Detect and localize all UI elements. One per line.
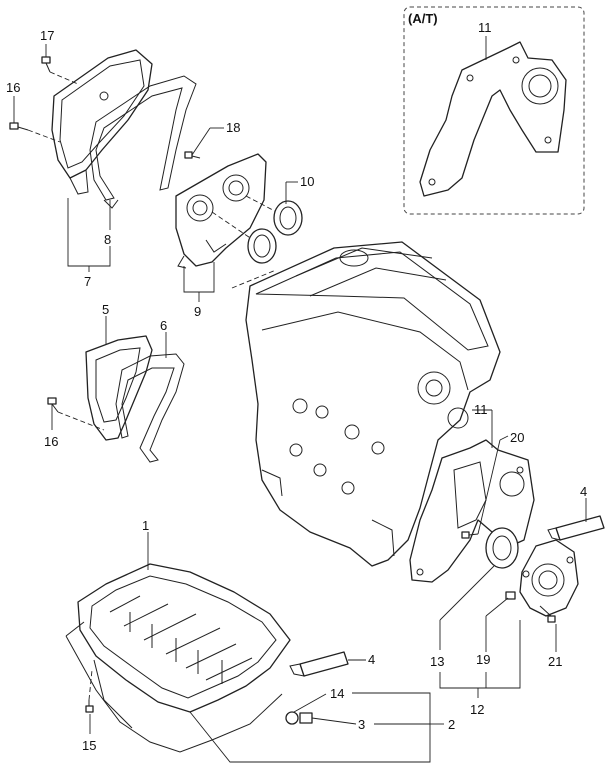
callout-11-lower: 11 — [474, 402, 488, 417]
callout-11-inset: 11 — [478, 20, 492, 35]
at-inset: (A/T) — [403, 6, 585, 215]
timing-cover-gasket — [89, 75, 197, 209]
callout-6: 6 — [160, 318, 167, 333]
callout-15: 15 — [82, 738, 96, 753]
oil-pan — [77, 563, 291, 713]
callout-16-upper: 16 — [6, 80, 20, 95]
rear-seal-housing — [519, 539, 579, 617]
lower-cover-gasket — [115, 353, 185, 463]
callout-10: 10 — [300, 174, 314, 189]
sealant-tube-rear — [547, 515, 605, 541]
callout-20: 20 — [510, 430, 524, 445]
bolt-15 — [85, 669, 94, 713]
bolt-17 — [41, 56, 79, 85]
callout-17: 17 — [40, 28, 54, 43]
callout-18: 18 — [226, 120, 240, 135]
bolt-20 — [461, 531, 479, 539]
callout-4-pan: 4 — [368, 652, 375, 667]
callout-19: 19 — [476, 652, 490, 667]
callouts: 17 16 18 11 8 7 10 9 5 6 16 11 20 4 1 4 … — [6, 20, 587, 753]
callout-16-lower: 16 — [44, 434, 58, 449]
middle-timing-cover — [175, 153, 293, 269]
callout-3: 3 — [358, 717, 365, 732]
callout-1: 1 — [142, 518, 149, 533]
leader-lines — [13, 36, 587, 763]
callout-4-rear: 4 — [580, 484, 587, 499]
oil-pan-gasket — [65, 621, 283, 753]
upper-timing-cover — [51, 49, 153, 195]
callout-12: 12 — [470, 702, 484, 717]
callout-9: 9 — [194, 304, 201, 319]
engine-block — [231, 241, 501, 567]
callout-14: 14 — [330, 686, 344, 701]
inset-title: (A/T) — [408, 11, 438, 26]
dowel-19 — [505, 591, 516, 600]
callout-21: 21 — [548, 654, 562, 669]
drain-plug — [285, 711, 313, 725]
rear-plate — [409, 439, 535, 583]
callout-13: 13 — [430, 654, 444, 669]
sealant-tube-pan — [289, 651, 349, 677]
oil-seal-lower — [247, 228, 277, 264]
callout-7: 7 — [84, 274, 91, 289]
callout-5: 5 — [102, 302, 109, 317]
bolt-21 — [539, 605, 556, 623]
callout-2: 2 — [448, 717, 455, 732]
at-rear-plate — [419, 41, 567, 197]
rear-oil-seal — [485, 527, 519, 569]
callout-8: 8 — [104, 232, 111, 247]
oil-seal-upper — [273, 200, 303, 236]
